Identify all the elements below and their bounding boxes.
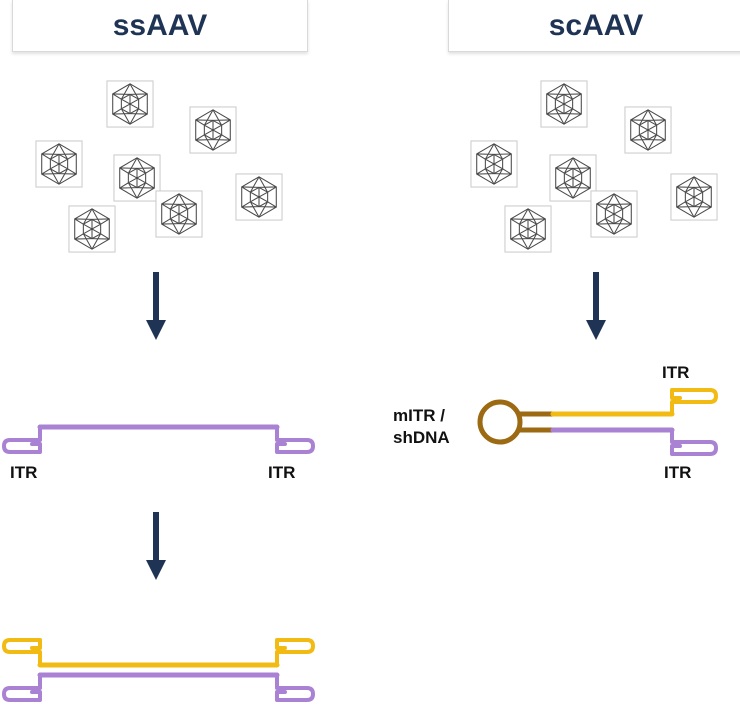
capsid-icon xyxy=(189,106,237,154)
ssaav-title: ssAAV xyxy=(12,0,308,52)
capsid-icon xyxy=(540,80,588,128)
scaav-title: scAAV xyxy=(448,0,740,52)
capsid-icon xyxy=(590,190,638,238)
capsid-icon xyxy=(670,173,718,221)
capsid-icon xyxy=(235,173,283,221)
itr-label-bottom: ITR xyxy=(664,463,691,482)
capsid-icon xyxy=(35,140,83,188)
capsid-icon xyxy=(68,205,116,253)
capsid-icon xyxy=(155,190,203,238)
shdna-label: shDNA xyxy=(393,428,450,447)
scaav-genome xyxy=(477,388,718,456)
capsid-icon xyxy=(113,154,161,202)
scaav-capsid-cluster xyxy=(470,80,718,253)
capsid-icon xyxy=(624,106,672,154)
itr-label-top: ITR xyxy=(662,363,689,382)
itr-label-left: ITR xyxy=(10,463,37,482)
ssaav-genome-double-strand xyxy=(2,638,315,702)
capsid-icon xyxy=(549,154,597,202)
capsid-icon xyxy=(470,140,518,188)
itr-label-right: ITR xyxy=(268,463,295,482)
down-arrow-icon xyxy=(586,272,606,340)
capsid-icon xyxy=(106,80,154,128)
mitr-label: mITR / xyxy=(393,406,445,425)
down-arrow-icon xyxy=(146,512,166,580)
ssaav-genome-single-strand xyxy=(2,424,315,454)
ssaav-capsid-cluster xyxy=(35,80,283,253)
capsid-icon xyxy=(504,205,552,253)
down-arrow-icon xyxy=(146,272,166,340)
